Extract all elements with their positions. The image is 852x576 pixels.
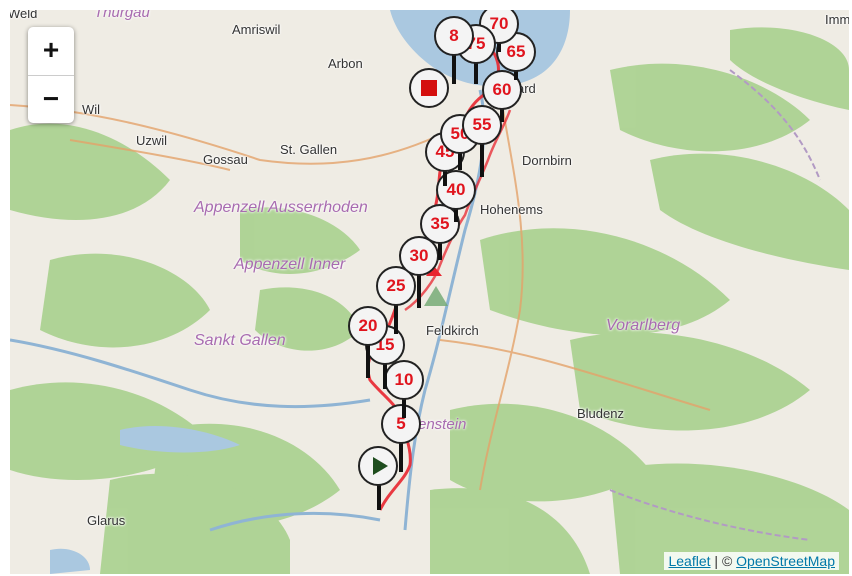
place-label: Wil: [82, 102, 101, 117]
zoom-in-button[interactable]: +: [42, 34, 60, 65]
place-label: Uzwil: [136, 133, 168, 148]
zoom-out-button[interactable]: −: [28, 75, 74, 123]
place-label: Amriswil: [232, 22, 281, 37]
region-label: Thurgau: [94, 10, 150, 21]
region-label: Appenzell Inner: [234, 256, 346, 273]
km-marker-label: 8: [434, 16, 474, 56]
place-label: Dornbirn: [522, 153, 572, 168]
map-attribution: Leaflet | © OpenStreetMap: [664, 552, 839, 570]
attribution-separator: | ©: [710, 553, 737, 569]
openstreetmap-link[interactable]: OpenStreetMap: [736, 553, 835, 569]
place-label: Weld: [10, 10, 38, 21]
place-label: Hohenems: [480, 202, 543, 217]
marker-stem: [458, 152, 462, 170]
marker-stem: [480, 143, 484, 177]
place-label: Gossau: [203, 152, 248, 167]
marker-stem: [366, 344, 370, 378]
marker-stem: [399, 442, 403, 472]
marker-stem: [383, 363, 387, 389]
marker-stem: [377, 468, 381, 510]
region-label: Appenzell Ausserrhoden: [194, 199, 368, 216]
marker-stem: [514, 70, 518, 80]
marker-stem: [394, 304, 398, 334]
zoom-control: + −: [28, 27, 74, 123]
marker-stem: [417, 274, 421, 308]
region-label: enstein: [418, 416, 467, 433]
marker-stem: [402, 398, 406, 418]
region-label: Sankt Gallen: [194, 332, 286, 349]
place-label: Arbon: [328, 56, 363, 71]
place-label: Imm: [825, 12, 849, 27]
region-label: Vorarlberg: [606, 317, 681, 334]
place-label: Feldkirch: [426, 323, 479, 338]
marker-stem: [500, 108, 504, 122]
km-marker-label: 40: [436, 170, 476, 210]
finish-bubble: [409, 68, 449, 108]
play-icon: [372, 457, 388, 475]
map-container[interactable]: + − Weld Thurgau Amriswil Arbon Imm Wil …: [10, 10, 849, 574]
km-marker-label: 10: [384, 360, 424, 400]
marker-stem: [474, 62, 478, 84]
km-marker-label: 5: [381, 404, 421, 444]
start-bubble: [358, 446, 398, 486]
marker-stem: [443, 170, 447, 186]
km-marker-label: 55: [462, 105, 502, 145]
leaflet-link[interactable]: Leaflet: [668, 553, 711, 569]
marker-stem: [454, 208, 458, 222]
marker-stem: [452, 54, 456, 84]
km-marker-label: 20: [348, 306, 388, 346]
stop-icon: [421, 80, 437, 96]
marker-stem: [438, 242, 442, 260]
place-label: St. Gallen: [280, 142, 338, 157]
marker-stem: [497, 42, 501, 52]
place-label: Glarus: [87, 513, 126, 528]
km-marker-label: 35: [420, 204, 460, 244]
place-label: Bludenz: [577, 406, 624, 421]
